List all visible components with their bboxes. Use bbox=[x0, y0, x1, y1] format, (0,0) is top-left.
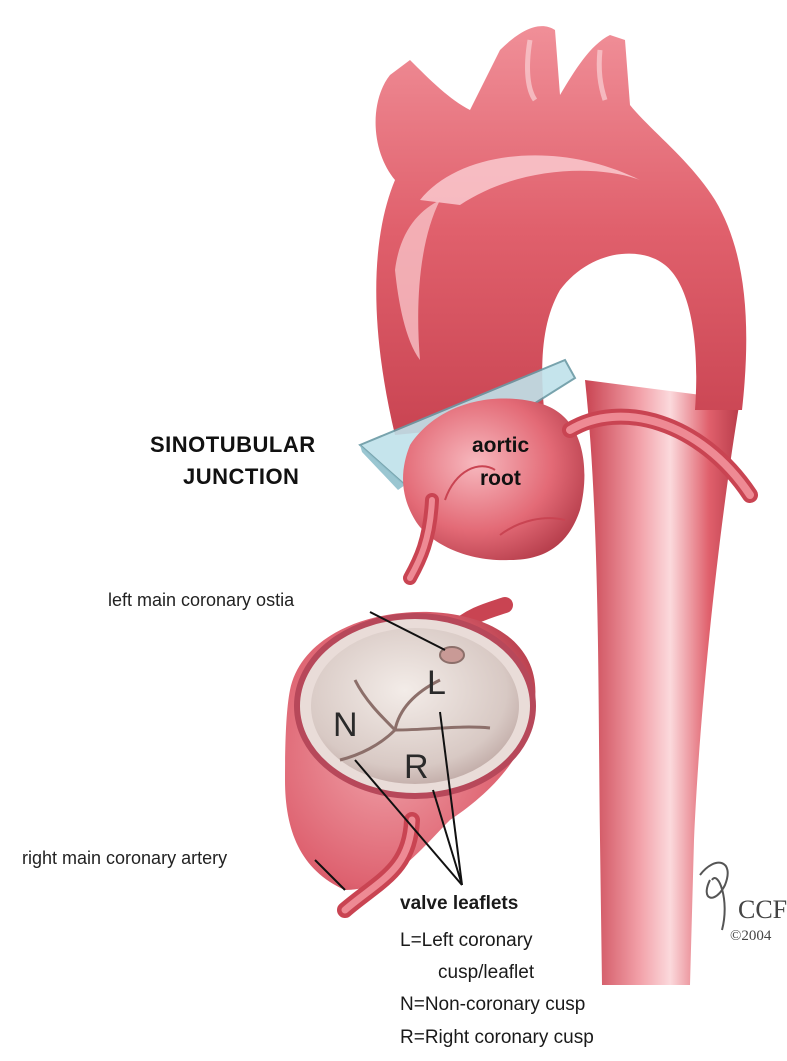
aortic-root-label-line2: root bbox=[480, 467, 521, 491]
right-main-artery-label: right main coronary artery bbox=[22, 848, 227, 869]
leaflet-r-label: R bbox=[404, 748, 429, 787]
sinotubular-label-line2: JUNCTION bbox=[183, 464, 299, 490]
legend-title: valve leaflets bbox=[400, 893, 518, 915]
ccf-signature bbox=[700, 863, 728, 930]
legend-line-3: N=Non-coronary cusp bbox=[400, 994, 585, 1016]
sinotubular-label-line1: SINOTUBULAR bbox=[150, 432, 316, 458]
descending-aorta bbox=[585, 380, 740, 985]
leaflet-l-label: L bbox=[427, 664, 446, 703]
aortic-root-label-line1: aortic bbox=[472, 434, 529, 458]
credit-org: CCF bbox=[738, 895, 787, 925]
leaflet-n-label: N bbox=[333, 706, 358, 745]
credit-year: ©2004 bbox=[730, 928, 771, 945]
left-main-ostia-label: left main coronary ostia bbox=[108, 590, 294, 611]
legend-line-1: L=Left coronary bbox=[400, 930, 533, 952]
legend-line-4: R=Right coronary cusp bbox=[400, 1027, 594, 1049]
legend-line-2: cusp/leaflet bbox=[438, 962, 534, 984]
